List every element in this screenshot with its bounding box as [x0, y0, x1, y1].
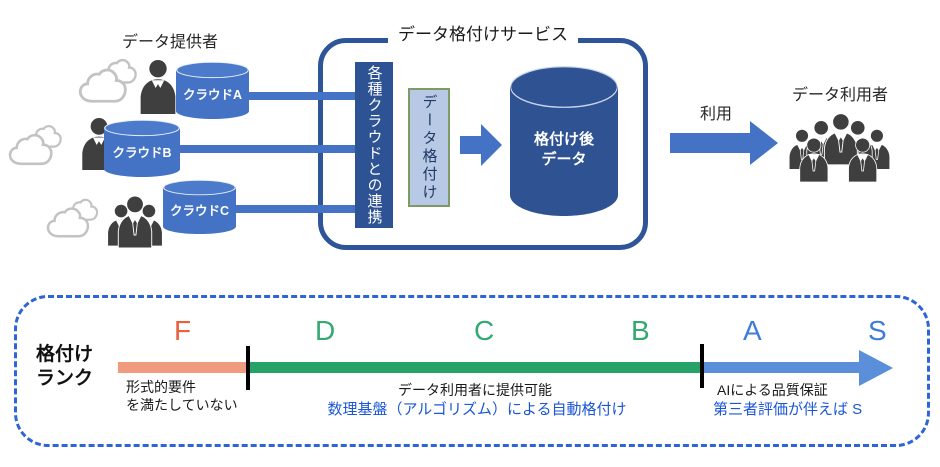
data-rating-box: データ格付け: [408, 88, 450, 207]
f-rank-note-line1: 形式的要件: [126, 379, 196, 395]
rank-bar-green-dcb: [248, 362, 703, 373]
usage-arrow-label: 利用: [700, 106, 733, 123]
rank-letter-d: D: [315, 315, 336, 346]
mid-rank-note: データ利用者に提供可能: [398, 382, 552, 398]
cloud-a-cylinder: クラウドA: [176, 62, 249, 119]
data-users-label: データ利用者: [792, 87, 889, 104]
rank-letter-f: F: [174, 315, 192, 346]
rank-bar-blue-as: [703, 362, 860, 373]
rank-bar-orange-f: [118, 362, 248, 373]
rank-letter-b: B: [631, 315, 650, 346]
cloud-integration-box: 各種クラウドとの連携: [355, 62, 393, 228]
rating-rank-title: 格付け ランク: [36, 343, 93, 391]
rank-letter-a: A: [743, 315, 762, 346]
f-rank-note: 形式的要件 を満たしていない: [126, 378, 238, 414]
connector-line-c: [234, 205, 358, 213]
data-providers-label: データ提供者: [122, 34, 219, 51]
rating-flow-arrow-icon: [460, 124, 502, 166]
rank-divider-tick-right: [700, 344, 704, 388]
rank-letter-c: C: [474, 315, 495, 346]
person-icon-provider-a: [140, 60, 176, 114]
cloud-b-label: クラウドB: [112, 146, 172, 160]
right-rank-note-blue: 第三者評価が伴えば S: [713, 401, 863, 418]
cloud-b-cylinder: クラウドB: [104, 120, 180, 177]
rank-bar-arrowhead: [859, 350, 893, 386]
rank-letter-s: S: [868, 315, 887, 346]
mid-rank-note-blue: 数理基盤（アルゴリズム）による自動格付け: [327, 401, 627, 418]
rating-rank-title-line1: 格付け: [36, 344, 94, 365]
rating-rank-panel: [14, 295, 930, 447]
data-users-crowd-icon: [788, 113, 891, 183]
rated-data-cylinder: 格付け後 データ: [510, 66, 618, 216]
rated-data-label-line1: 格付け後: [533, 131, 594, 148]
rating-service-title: データ格付けサービス: [388, 20, 578, 45]
connector-line-a: [246, 92, 358, 100]
cloud-pair-icon-b: [8, 125, 62, 166]
rating-rank-title-line2: ランク: [36, 368, 94, 389]
cloud-a-label: クラウドA: [182, 88, 243, 102]
usage-arrow-icon: [670, 121, 778, 165]
cloud-pair-icon-c: [46, 198, 99, 238]
right-rank-note: AIによる品質保証: [717, 382, 828, 398]
f-rank-note-line2: を満たしていない: [126, 397, 238, 413]
rated-data-label-line2: データ: [541, 151, 587, 168]
rank-divider-tick-left: [246, 346, 250, 390]
people-group-icon-provider-c: [107, 196, 163, 248]
cloud-c-cylinder: クラウドC: [163, 180, 236, 234]
connector-line-b: [178, 145, 358, 153]
cloud-c-label: クラウドC: [169, 204, 230, 218]
